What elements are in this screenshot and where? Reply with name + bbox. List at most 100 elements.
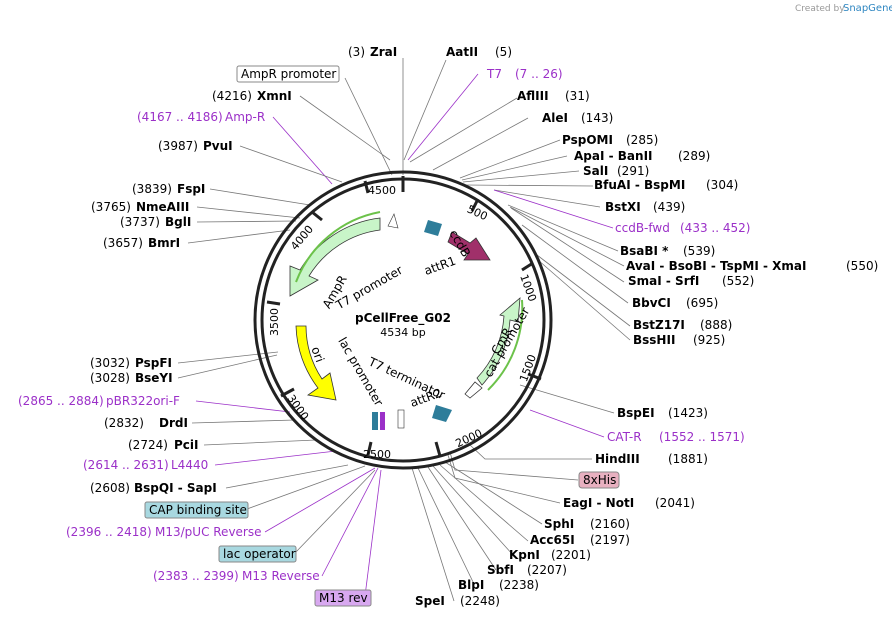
enzyme-name-bstz17i: BstZ17I <box>633 318 685 332</box>
region-box-2 <box>380 412 385 430</box>
primer-pos-cat-r: (1552 .. 1571) <box>659 430 745 444</box>
enzyme-pos-bgli: (3737) <box>120 215 160 229</box>
primer-name-ccdb-fwd: ccdB-fwd <box>615 221 670 235</box>
enzyme-name-pspfi: PspFI <box>135 356 172 370</box>
primer-pos-amp-r: (4167 .. 4186) <box>137 110 223 124</box>
enzyme-pos-spei: (2248) <box>460 594 500 608</box>
primer-pos-pbr322ori-f: (2865 .. 2884) <box>18 394 104 408</box>
enzyme-pos-xmni: (4216) <box>212 89 252 103</box>
enzyme-pos-pvui: (3987) <box>158 139 198 153</box>
enzyme-name-sbfi: SbfI <box>487 563 514 577</box>
enzyme-name-bseyi: BseYI <box>135 371 173 385</box>
enzyme-pos-smai-srfi: (552) <box>722 274 754 288</box>
cat-promoter-arrow <box>464 381 483 399</box>
enzyme-pos-kpni: (2201) <box>551 548 591 562</box>
enzyme-pos-aatii: (5) <box>495 45 512 59</box>
enzyme-name-blpi: BlpI <box>458 578 484 592</box>
cmr-arrow <box>476 297 521 386</box>
credit-prefix: Created by <box>795 4 845 14</box>
ampr-arrow <box>289 217 381 297</box>
enzyme-pos-bmri: (3657) <box>103 236 143 250</box>
feature-arrows <box>289 211 524 430</box>
enzyme-name-avai-group: AvaI - BsoBI - TspMI - XmaI <box>626 259 806 273</box>
attr1-marker <box>424 220 442 236</box>
backbone-ticks <box>266 176 542 457</box>
primer-pos-m13-reverse: (2383 .. 2399) <box>153 569 239 583</box>
8xhis-box <box>578 471 620 489</box>
enzyme-pos-bsshii: (925) <box>693 333 725 347</box>
enzyme-pos-pspfi: (3032) <box>90 356 130 370</box>
enzyme-name-pspomi: PspOMI <box>562 133 613 147</box>
feature-label-lac-operator: lac operator <box>223 547 296 561</box>
ampr-promoter-box <box>236 65 340 83</box>
enzyme-name-bmri: BmrI <box>148 236 180 250</box>
feature-label-ampr-promoter: AmpR promoter <box>241 67 336 81</box>
enzyme-name-spei: SpeI <box>415 594 445 608</box>
primer-name-m13-puc-reverse: M13/pUC Reverse <box>155 525 262 539</box>
tick-2500: 2500 <box>363 448 391 461</box>
enzyme-name-kpni: KpnI <box>509 548 540 562</box>
region-box-1 <box>372 412 378 430</box>
enzyme-name-alei: AleI <box>542 111 568 125</box>
t7-promoter-mark <box>387 213 399 229</box>
enzyme-name-sphi: SphI <box>544 517 574 531</box>
primer-pos-ccdb-fwd: (433 .. 452) <box>680 221 750 235</box>
enzyme-name-apai-banii: ApaI - BanII <box>574 149 653 163</box>
enzyme-name-bbvci: BbvCI <box>632 296 671 310</box>
enzyme-pos-bfuai-bspmi: (304) <box>706 178 738 192</box>
plasmid-size: 4534 bp <box>380 326 425 339</box>
ccdb-arrow <box>447 231 491 261</box>
enzyme-name-pvui: PvuI <box>203 139 233 153</box>
enzyme-name-xmni: XmnI <box>257 89 292 103</box>
feature-label-ori: ori <box>308 345 326 364</box>
enzyme-name-acc65i: Acc65I <box>530 533 575 547</box>
plasmid-name: pCellFree_G02 <box>355 311 451 326</box>
enzyme-pos-acc65i: (2197) <box>590 533 630 547</box>
enzyme-pos-bbvci: (695) <box>686 296 718 310</box>
enzyme-name-bgli: BglI <box>165 215 191 229</box>
enzyme-pos-drdi: (2832) <box>104 416 144 430</box>
enzyme-name-aatii: AatII <box>446 45 478 59</box>
enzyme-name-smai-srfi: SmaI - SrfI <box>628 274 699 288</box>
primer-name-m13-reverse: M13 Reverse <box>242 569 320 583</box>
enzyme-name-drdi: DrdI <box>159 416 188 430</box>
primer-pos-m13-puc-reverse: (2396 .. 2418) <box>66 525 152 539</box>
cap-binding-site-box <box>144 501 249 519</box>
primer-name-amp-r: Amp-R <box>225 110 265 124</box>
enzyme-pos-sphi: (2160) <box>590 517 630 531</box>
tick-3000: 3000 <box>284 392 311 422</box>
primer-pos-l4440: (2614 .. 2631) <box>83 458 169 472</box>
primer-name-l4440: L4440 <box>171 458 208 472</box>
enzyme-pos-sbfi: (2207) <box>527 563 567 577</box>
enzyme-pos-eagi-noti: (2041) <box>655 496 695 510</box>
tick-4000: 4000 <box>288 223 316 253</box>
attr2-marker <box>432 405 452 422</box>
enzyme-name-fspi: FspI <box>177 182 205 196</box>
enzyme-name-pcii: PciI <box>174 438 199 452</box>
region-box-3 <box>397 409 405 429</box>
enzyme-pos-bsabi: (539) <box>683 244 715 258</box>
right-enzyme-labels: (3) ZraI AatII (5) T7 (7 .. 26) AflIII (… <box>348 45 878 608</box>
feature-label-m13-rev: M13 rev <box>319 591 368 605</box>
left-enzyme-labels: AmpR promoter (4216) XmnI (4167 .. 4186)… <box>18 65 372 607</box>
tick-3500: 3500 <box>268 308 281 336</box>
primer-name-pbr322ori-f: pBR322ori-F <box>106 394 180 408</box>
enzyme-name-bstxi: BstXI <box>605 200 641 214</box>
credit-brand: SnapGene <box>843 3 892 14</box>
enzyme-name-bfuai-bspmi: BfuAI - BspMI <box>594 178 685 192</box>
enzyme-name-bsabi: BsaBI * <box>620 244 669 258</box>
enzyme-name-hindiii: HindIII <box>595 452 640 466</box>
tick-1000: 1000 <box>517 273 539 304</box>
enzyme-pos-pspomi: (285) <box>626 133 658 147</box>
tick-4500: 4500 <box>368 184 396 197</box>
enzyme-pos-bspei: (1423) <box>668 406 708 420</box>
enzyme-pos-bspqi-sapi: (2608) <box>90 481 130 495</box>
enzyme-pos-hindiii: (1881) <box>668 452 708 466</box>
enzyme-name-bspei: BspEI <box>617 406 655 420</box>
enzyme-name-afliii: AflIII <box>517 89 549 103</box>
enzyme-pos-pcii: (2724) <box>128 438 168 452</box>
enzyme-name-zrai: ZraI <box>370 45 397 59</box>
enzyme-pos-bseyi: (3028) <box>90 371 130 385</box>
feature-label-8xhis: 8xHis <box>583 473 616 487</box>
